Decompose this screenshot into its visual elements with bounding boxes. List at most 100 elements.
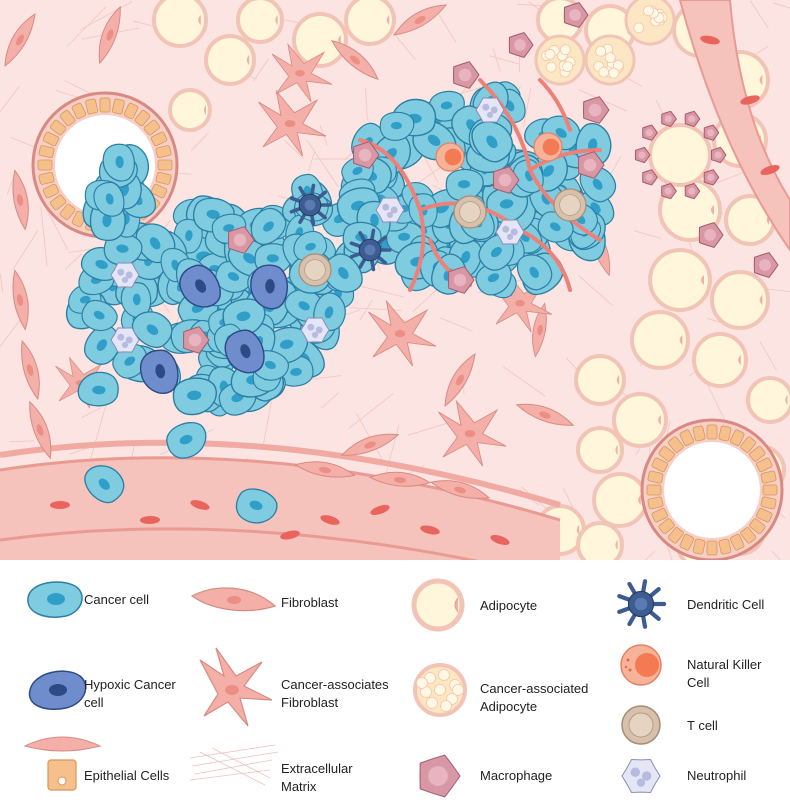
legend-label-cancer-cell: Cancer cell [84,592,150,607]
macrophage-ring-gland [648,123,712,187]
adipocyte-cell [692,332,748,388]
macrophage-cell [642,124,658,141]
legend-epithelial-cells-icon [23,736,102,791]
legend-t-cell-icon [621,705,661,745]
red-blood-cell [50,500,70,510]
cancer-cell [131,311,173,348]
fibroblast-cell [444,352,476,408]
adipocyte-cell [574,354,626,406]
red-blood-cell [700,35,720,45]
natural-killer-cell [435,142,465,172]
legend-caa-icon [413,663,467,717]
legend-label-dendritic-cell: Dendritic Cell [687,597,765,612]
red-blood-cell [760,164,780,176]
legend-label-nk-cell-1: Natural Killer [687,657,762,672]
legend-adipocyte-icon [411,578,465,632]
macrophage-cell [634,146,651,164]
legend-label-macrophage: Macrophage [480,768,553,783]
macrophage-cell [661,183,677,200]
blood-vessel-right [678,0,790,252]
macrophage-cell [583,96,610,124]
macrophage-cell [710,146,727,164]
cancer-cell [250,207,287,245]
legend-caf-icon [199,647,273,727]
t-cell [553,188,587,222]
legend-label-caf-1: Cancer-associates [281,677,389,692]
neutrophil-cell [300,317,330,343]
fibroblast-cell [340,433,400,456]
adipocyte-cell [344,0,396,46]
cancer-associated-adipocyte [624,0,676,46]
macrophage-cell [698,222,724,248]
legend-macrophage-icon [419,754,461,798]
legend-cancer-cell-icon [27,581,83,618]
cancer-cell [235,488,278,524]
cancer-cell [284,288,323,322]
cancer-cell [103,233,143,266]
macrophage-cell [183,326,210,354]
macrophage-cell [448,266,475,294]
cancer-cell [84,465,125,504]
legend-label-adipocyte: Adipocyte [480,598,538,613]
adipocyte-cell [630,310,690,370]
fibroblast-cell [368,471,432,487]
adipocyte-cell [576,521,624,560]
adipocyte-cell [152,0,208,48]
neutrophil-cell [495,219,525,245]
cancer-associated-fibroblast [271,42,333,103]
t-cell [298,253,332,287]
epithelial-gland [640,418,784,560]
fibroblast-cell [4,12,36,68]
cancer-associated-fibroblast [438,399,507,467]
red-blood-cell [370,505,390,515]
hypoxic-cancer-cell [179,264,221,308]
cancer-cell [445,168,484,202]
cancer-cell [77,371,119,407]
fibroblast-cell [429,480,491,499]
legend-label-caa-2: Adipocyte [480,699,538,714]
legend-label-neutrophil: Neutrophil [687,768,747,783]
macrophage-cell [703,124,720,141]
legend-hypoxic-cancer-cell-icon [28,670,87,710]
hypoxic-cancer-cell [139,349,179,394]
red-blood-cell [740,95,760,105]
macrophage-cell [684,110,701,127]
legend-label-caf-2: Fibroblast [281,695,339,710]
legend-dendritic-cell-icon [617,579,667,629]
adipocyte-cell [592,472,648,528]
legend-ecm-icon [189,744,279,786]
macrophage-cell [493,166,520,194]
adipocyte-cell [648,248,712,312]
fibroblast-cell [392,4,448,36]
cancer-associated-fibroblast [258,89,327,157]
cancer-associated-adipocyte [584,34,636,86]
macrophage-cell [453,61,480,89]
macrophage-cell [642,169,658,186]
cancer-cell [102,143,135,182]
cancer-associated-fibroblast [368,299,437,367]
fibroblast-cell [21,339,40,401]
cancer-cell [166,422,207,459]
macrophage-cell [703,169,720,186]
natural-killer-cell [533,132,563,162]
dendritic-cell [349,228,392,272]
neutrophil-cell [110,327,140,353]
fibroblast-cell [29,400,52,460]
neutrophil-cell [110,262,140,288]
macrophage-cell [684,183,701,200]
legend-neutrophil-icon [621,758,661,794]
cancer-cell [93,181,125,217]
hypoxic-cancer-cell [250,264,288,310]
fibroblast-cell [294,461,356,478]
cancer-cell [516,254,553,291]
red-blood-cell [490,535,510,545]
macrophage-cell [508,32,534,58]
macrophage-cell [753,252,779,278]
macrophage-cell [661,110,677,127]
red-blood-cell [140,515,160,525]
fibroblast-cell [12,269,29,331]
legend-label-t-cell: T cell [687,718,718,733]
adipocyte-cell [204,34,256,86]
cancer-cell [172,377,217,416]
